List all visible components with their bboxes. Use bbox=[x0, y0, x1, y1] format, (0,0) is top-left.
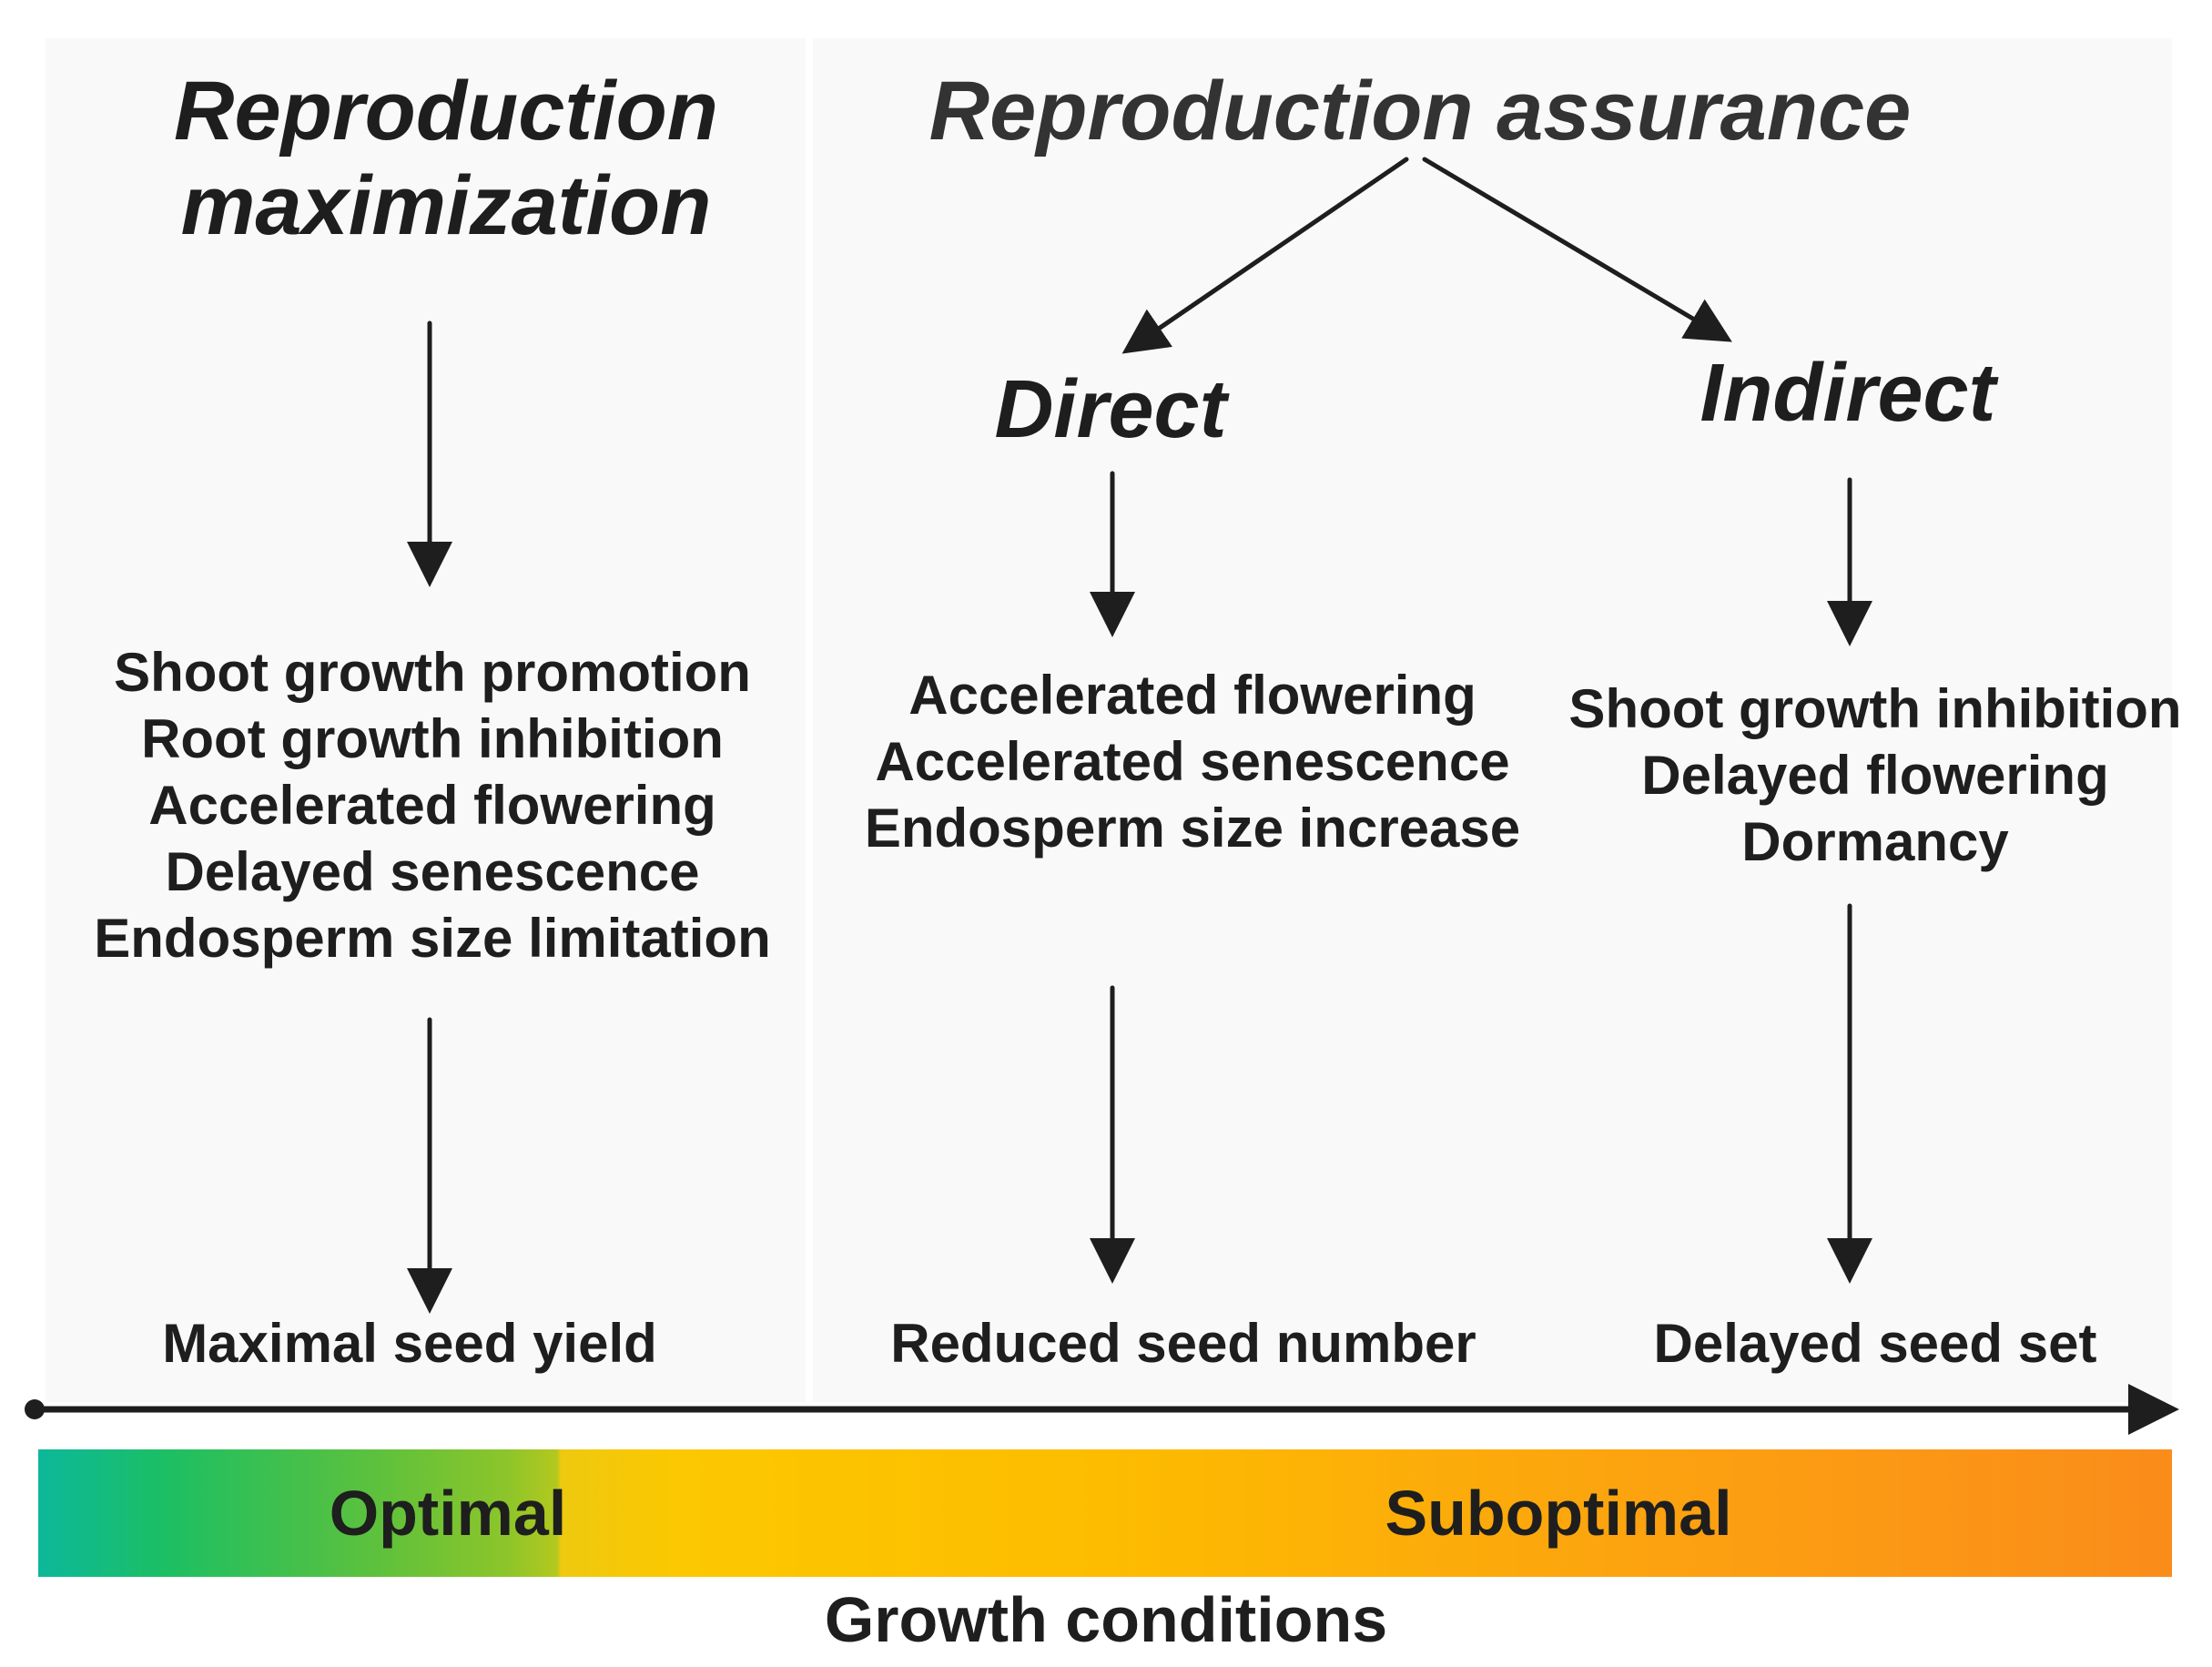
effect-item: Root growth inhibition bbox=[141, 708, 724, 769]
arrow-assurance-to-direct bbox=[1121, 157, 1409, 354]
direct-label: Direct bbox=[994, 364, 1227, 455]
axis-origin-dot bbox=[25, 1399, 45, 1419]
indirect-effects-list: Shoot growth inhibition Delayed flowerin… bbox=[1547, 676, 2203, 875]
title-left-line2: maximization bbox=[180, 159, 712, 252]
indirect-label: Indirect bbox=[1700, 348, 1996, 439]
effect-item: Accelerated flowering bbox=[148, 775, 716, 836]
growth-condition-gradient-bar: Optimal Suboptimal bbox=[38, 1449, 2172, 1577]
maximization-effects-list: Shoot growth promotion Root growth inhib… bbox=[55, 639, 810, 971]
reproduction-maximization-panel bbox=[46, 38, 806, 1402]
reproduction-assurance-title: Reproduction assurance bbox=[928, 65, 1912, 158]
effect-item: Shoot growth promotion bbox=[114, 642, 751, 703]
reproduction-assurance-panel bbox=[813, 38, 2172, 1402]
maximal-seed-yield-outcome: Maximal seed yield bbox=[162, 1313, 657, 1374]
effect-item: Delayed flowering bbox=[1641, 745, 2109, 806]
arrow-assurance-to-indirect bbox=[1422, 157, 1732, 342]
delayed-seed-set-outcome: Delayed seed set bbox=[1653, 1313, 2097, 1374]
effect-item: Endosperm size limitation bbox=[94, 908, 771, 969]
growth-conditions-axis-title: Growth conditions bbox=[824, 1584, 1388, 1655]
effect-item: Shoot growth inhibition bbox=[1568, 678, 2182, 739]
effect-item: Endosperm size increase bbox=[864, 798, 1521, 859]
reproduction-maximization-title: Reproduction maximization bbox=[82, 64, 810, 253]
effect-item: Accelerated flowering bbox=[908, 665, 1476, 726]
effect-item: Delayed senescence bbox=[165, 841, 700, 902]
suboptimal-label: Suboptimal bbox=[1385, 1478, 1732, 1549]
reduced-seed-number-outcome: Reduced seed number bbox=[890, 1313, 1476, 1374]
effect-item: Accelerated senescence bbox=[875, 731, 1510, 792]
direct-effects-list: Accelerated flowering Accelerated senesc… bbox=[837, 662, 1547, 861]
effect-item: Dormancy bbox=[1741, 811, 2009, 872]
optimal-label: Optimal bbox=[329, 1478, 567, 1549]
title-left-line1: Reproduction bbox=[174, 65, 718, 158]
